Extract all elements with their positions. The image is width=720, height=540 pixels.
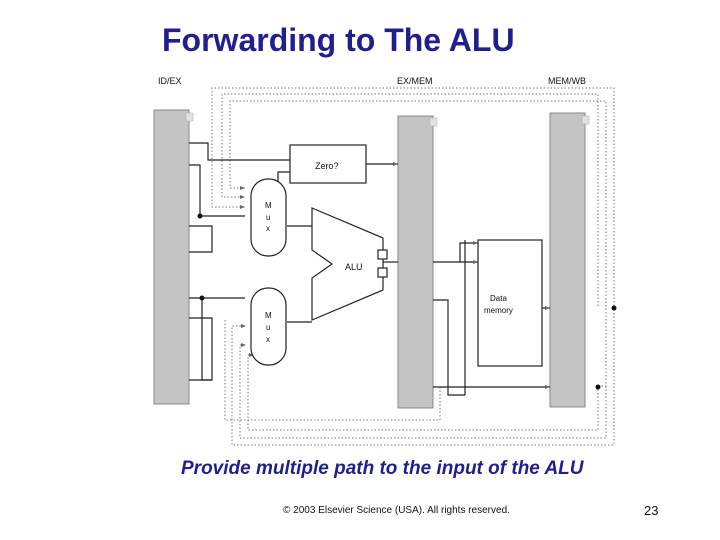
- forwarding-arrowheads: [240, 162, 550, 389]
- junction-dots: [197, 213, 617, 390]
- forwarding-lines-bottom: [224, 306, 615, 446]
- zero-label: Zero?: [315, 161, 339, 171]
- alu-label: ALU: [345, 262, 363, 272]
- alu: [311, 207, 384, 321]
- mux-top-letter-3: x: [266, 224, 270, 233]
- mux-top-letter-1: M: [265, 201, 272, 210]
- ex-mem-notch: [429, 117, 438, 127]
- mux-bottom-letter-2: u: [266, 323, 270, 332]
- label-mem-wb: MEM/WB: [548, 76, 586, 86]
- ex-mem-register: [397, 115, 434, 409]
- mux-top: [250, 178, 287, 257]
- copyright-notice: © 2003 Elsevier Science (USA). All right…: [283, 505, 510, 516]
- zero-detect-unit: [289, 144, 367, 184]
- page-number: 23: [644, 503, 659, 518]
- data-memory: [477, 239, 543, 367]
- id-ex-register: [153, 109, 190, 405]
- mem-wb-register: [549, 112, 586, 408]
- label-id-ex: ID/EX: [158, 76, 182, 86]
- label-ex-mem: EX/MEM: [397, 76, 433, 86]
- alu-flag-box-1: [377, 249, 388, 260]
- datapath-wires: [189, 142, 550, 396]
- slide-title: Forwarding to The ALU: [162, 22, 515, 58]
- id-ex-notch: [185, 112, 194, 122]
- mux-bottom-letter-1: M: [265, 311, 272, 320]
- forwarding-lines-top: [211, 87, 615, 387]
- data-memory-label-1: Data: [490, 294, 507, 303]
- slide-caption: Provide multiple path to the input of th…: [181, 458, 584, 479]
- mux-top-letter-2: u: [266, 213, 270, 222]
- mux-bottom-letter-3: x: [266, 335, 270, 344]
- mux-bottom: [250, 287, 287, 366]
- mem-wb-notch: [581, 115, 590, 125]
- alu-flag-box-2: [377, 267, 388, 278]
- data-memory-label-2: memory: [484, 306, 513, 315]
